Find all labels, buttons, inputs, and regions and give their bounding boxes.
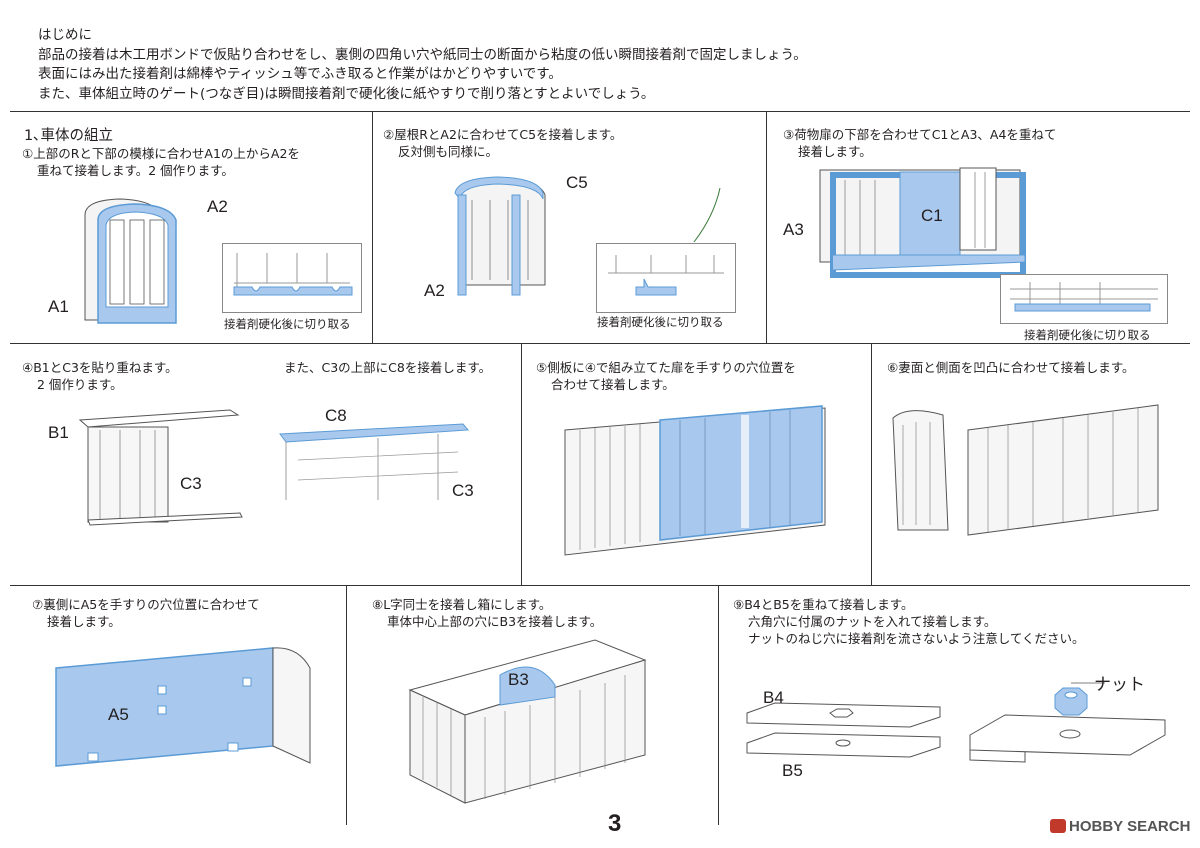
step-4-figure-b1 (78, 409, 243, 526)
step-5-line-1: ⑤側板に④で組み立てた扉を手すりの穴位置を (536, 360, 796, 375)
step-2-figure (454, 176, 546, 296)
step-2-line-2: 反対側も同様に。 (398, 144, 499, 159)
step-9-label-nut: ナット (1094, 675, 1145, 694)
step-4-line-1: ④B1とC3を貼り重ねます。 (22, 360, 178, 375)
step-7-text: ⑦裏側にA5を手すりの穴位置に合わせて 接着します。 (32, 596, 260, 630)
step-6-text: ⑥妻面と側面を凹凸に合わせて接着します。 (887, 359, 1134, 376)
intro-block: はじめに 部品の接着は木工用ボンドで仮貼り合わせをし、裏側の四角い穴や紙同士の断… (38, 26, 807, 104)
step-5-figure (564, 405, 826, 556)
step-4-figure-c8 (279, 423, 470, 500)
step-9-text: ⑨B4とB5を重ねて接着します。 六角穴に付属のナットを入れて接着します。 ナッ… (733, 596, 1085, 647)
step-6-figure (892, 404, 1159, 536)
brand-name: HOBBY SEARCH (1069, 818, 1191, 835)
step-3-caption: 接着剤硬化後に切り取る (1024, 328, 1151, 342)
brand-watermark: HOBBY SEARCH (1050, 818, 1190, 835)
divider-row-3 (10, 585, 1190, 586)
page-number: 3 (608, 810, 622, 837)
step-1-label-a2: A2 (207, 197, 228, 216)
step-2-pointer-line (693, 187, 721, 243)
step-3-text: ③荷物扉の下部を合わせてC1とA3、A4を重ねて 接着します。 (783, 126, 1056, 160)
step-2-detail-inset (596, 243, 736, 313)
step-3-detail-inset (1000, 274, 1168, 324)
step-7-figure (55, 647, 311, 767)
step-4-text: ④B1とC3を貼り重ねます。 2 個作ります。 (22, 359, 178, 393)
step-2-label-a2: A2 (424, 281, 445, 300)
step-3-line-1: ③荷物扉の下部を合わせてC1とA3、A4を重ねて (783, 127, 1057, 142)
step-3-figure (819, 167, 1026, 278)
step-9-figure-b4 (746, 702, 941, 758)
step-3-label-a3: A3 (783, 220, 804, 239)
step-7-line-1: ⑦裏側にA5を手すりの穴位置に合わせて (32, 597, 260, 612)
step-9-line-3: ナットのねじ穴に接着剤を流さないよう注意してください。 (748, 631, 1085, 646)
step-8-figure (408, 639, 647, 804)
step-6-line-1: ⑥妻面と側面を凹凸に合わせて接着します。 (887, 360, 1135, 375)
step-2-label-c5: C5 (566, 173, 588, 192)
step-1-text: ①上部のRと下部の模様に合わせA1の上からA2を 重ねて接着します。2 個作りま… (22, 145, 300, 179)
step-9-label-b5: B5 (782, 761, 803, 780)
step-1-caption: 接着剤硬化後に切り取る (224, 317, 351, 331)
step-1-label-a1: A1 (48, 297, 69, 316)
step-2-caption: 接着剤硬化後に切り取る (597, 315, 724, 329)
step-1-line-1: ①上部のRと下部の模様に合わせA1の上からA2を (22, 146, 300, 161)
divider-col-3 (521, 343, 522, 585)
step-3-label-c1: C1 (921, 206, 943, 225)
intro-text-2: 表面にはみ出た接着剤は綿棒やティッシュ等でふき取ると作業がはかどりやすいです。 (38, 66, 562, 82)
step-3-line-2: 接着します。 (798, 144, 872, 159)
intro-heading: はじめに (38, 27, 92, 43)
step-7-label-a5: A5 (108, 705, 129, 724)
intro-text-3: また、車体組立時のゲート(つなぎ目)は瞬間接着剤で硬化後に紙やすりで削り落とすと… (38, 85, 655, 102)
step-9-label-b4: B4 (763, 688, 784, 707)
section-title: 1､車体の組立 (24, 128, 113, 144)
step-4-label-c3: C3 (180, 474, 202, 493)
step-9-line-1: ⑨B4とB5を重ねて接着します。 (733, 597, 914, 612)
step-4-line-2: 2 個作ります。 (37, 377, 123, 392)
step-5-line-2: 合わせて接着します。 (551, 377, 675, 392)
divider-row-1 (10, 111, 1190, 112)
brand-logo-icon (1050, 819, 1066, 833)
divider-row-2 (10, 343, 1190, 344)
step-8-line-1: ⑧L字同士を接着し箱にします。 (372, 597, 552, 612)
step-2-text: ②屋根RとA2に合わせてC5を接着します。 反対側も同様に。 (383, 126, 622, 160)
step-9-figure-assembled (969, 682, 1166, 763)
step-1-line-2: 重ねて接着します。2 個作ります。 (37, 163, 234, 178)
intro-text-1: 部品の接着は木工用ボンドで仮貼り合わせをし、裏側の四角い穴や紙同士の断面から粘度… (38, 46, 807, 63)
step-7-line-2: 接着します。 (47, 614, 121, 629)
step-2-line-1: ②屋根RとA2に合わせてC5を接着します。 (383, 127, 623, 142)
divider-col-5 (346, 585, 347, 825)
divider-col-1 (372, 111, 373, 343)
step-1-figure (84, 198, 177, 324)
divider-col-2 (766, 111, 767, 343)
step-4-label-b1: B1 (48, 423, 69, 442)
divider-col-6 (718, 585, 719, 825)
step-8-text: ⑧L字同士を接着し箱にします。 車体中心上部の穴にB3を接着します。 (372, 596, 602, 630)
step-8-line-2: 車体中心上部の穴にB3を接着します。 (387, 614, 603, 629)
step-4-label-c3-right: C3 (452, 481, 474, 500)
step-5-text: ⑤側板に④で組み立てた扉を手すりの穴位置を 合わせて接着します。 (536, 359, 796, 393)
step-4-label-c8: C8 (325, 406, 347, 425)
step-9-line-2: 六角穴に付属のナットを入れて接着します。 (748, 614, 997, 629)
divider-col-4 (871, 343, 872, 585)
step-8-label-b3: B3 (508, 670, 529, 689)
step-1-detail-inset (222, 243, 362, 313)
step-4-extra-text: また、C3の上部にC8を接着します。 (284, 360, 492, 375)
